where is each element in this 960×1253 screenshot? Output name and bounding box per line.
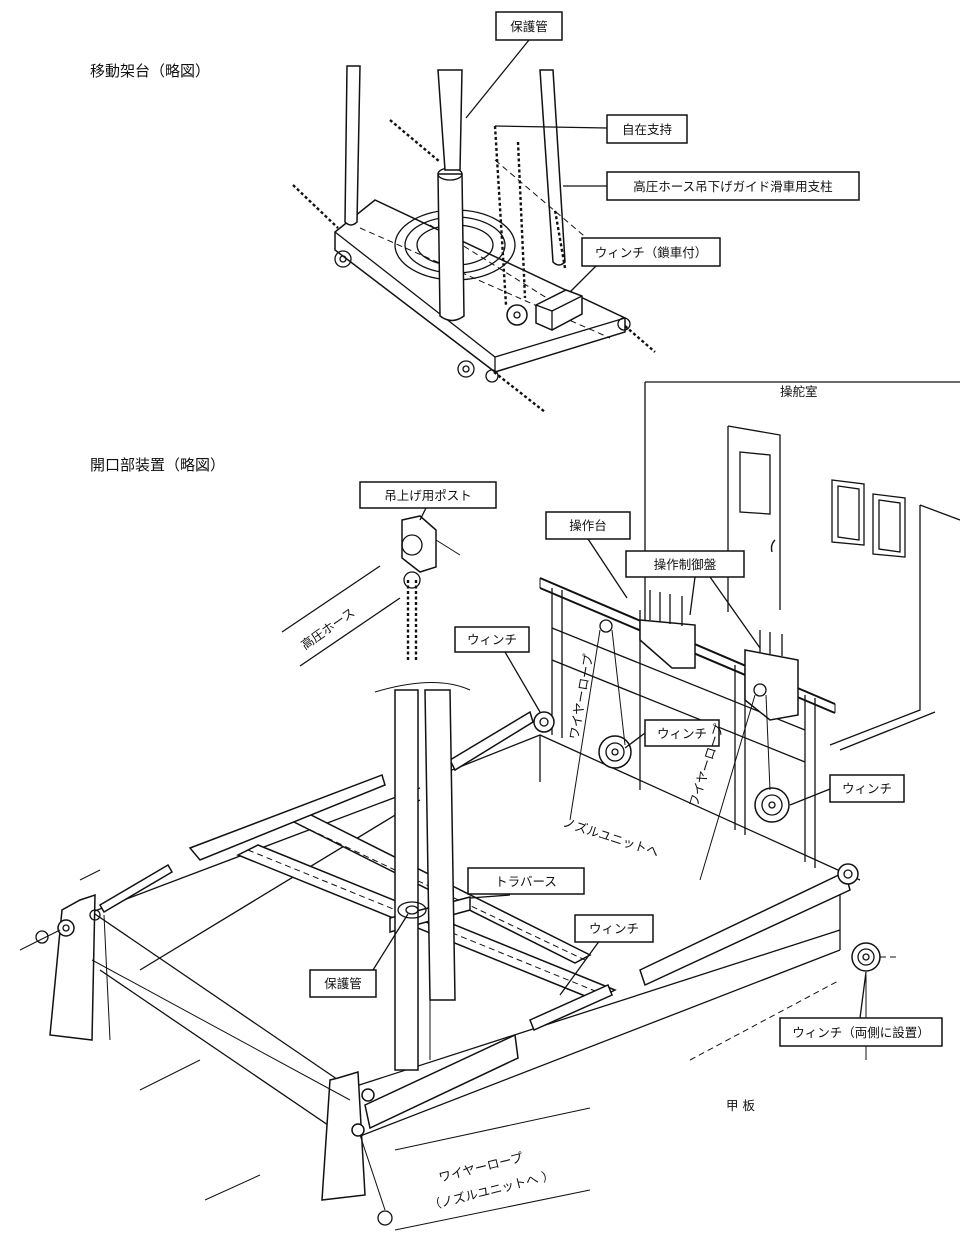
svg-text:自在支持: 自在支持	[622, 122, 672, 137]
label-control-panel: 操作制御盤	[625, 550, 745, 578]
opening-device-drawing	[19, 515, 900, 1231]
label-winch-traverse: ウィンチ	[574, 914, 654, 943]
label-protective-pipe-bottom: 保護管	[309, 969, 377, 998]
svg-text:ウィンチ（両側に設置）: ウィンチ（両側に設置）	[792, 1025, 930, 1040]
label-high-pressure-hose: 高圧ホース	[298, 605, 357, 653]
svg-text:操作台: 操作台	[569, 518, 607, 533]
svg-text:ウィンチ: ウィンチ	[842, 781, 892, 796]
label-free-support: 自在支持	[606, 114, 688, 144]
svg-text:保護管: 保護管	[510, 19, 548, 34]
label-winch-left: ウィンチ	[454, 626, 530, 653]
label-wire-rope-1: ワイヤーロープ	[566, 652, 596, 740]
svg-text:トラバース: トラバース	[495, 874, 557, 889]
label-protective-pipe-top: 保護管	[495, 11, 563, 41]
wheelhouse-drawing	[644, 381, 960, 751]
svg-text:保護管: 保護管	[324, 976, 362, 991]
svg-text:ウィンチ: ウィンチ	[589, 921, 639, 936]
svg-text:操作制御盤: 操作制御盤	[654, 557, 717, 572]
label-winch-middle: ウィンチ	[644, 719, 720, 747]
label-wheelhouse: 操舵室	[780, 384, 818, 399]
label-winch-right: ウィンチ	[829, 774, 905, 803]
mobile-platform-title: 移動架台（略図）	[90, 62, 210, 80]
svg-text:ウィンチ: ウィンチ	[467, 632, 517, 647]
label-lifting-post: 吊上げ用ポスト	[359, 481, 497, 509]
svg-text:ウィンチ: ウィンチ	[657, 726, 707, 741]
label-traverse: トラバース	[467, 867, 585, 895]
label-winch-with-chain: ウィンチ（鎖車付）	[581, 237, 721, 267]
label-deck: 甲 板	[726, 1098, 755, 1113]
svg-text:高圧ホース吊下げガイド滑車用支柱: 高圧ホース吊下げガイド滑車用支柱	[633, 179, 832, 194]
label-operation-stand: 操作台	[545, 511, 631, 540]
svg-text:ウィンチ（鎖車付）: ウィンチ（鎖車付）	[595, 245, 708, 260]
label-winch-both-sides: ウィンチ（両側に設置）	[779, 1017, 943, 1047]
label-hose-guide-pillar: 高圧ホース吊下げガイド滑車用支柱	[606, 171, 860, 201]
opening-device-title: 開口部装置（略図）	[90, 456, 225, 474]
mobile-platform-drawing	[292, 65, 656, 413]
label-to-nozzle-unit: ノズルユニットへ	[561, 815, 661, 860]
svg-text:吊上げ用ポスト: 吊上げ用ポスト	[384, 488, 472, 503]
